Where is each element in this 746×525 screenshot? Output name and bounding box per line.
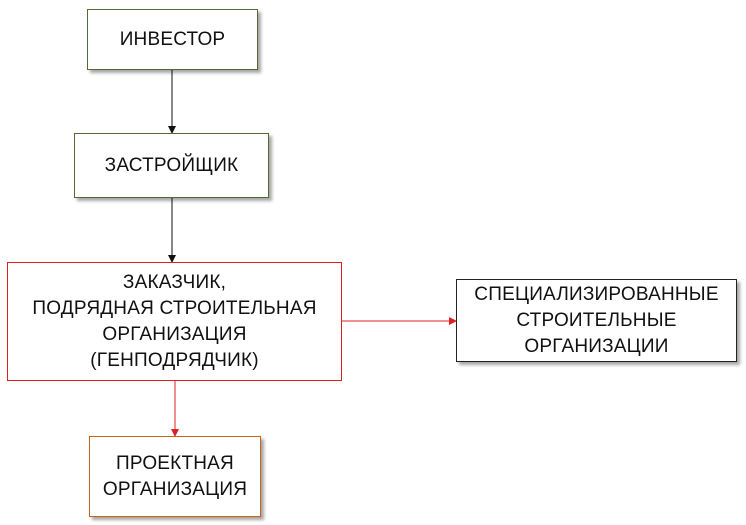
investor-label-line: ИНВЕСТОР — [119, 28, 226, 50]
customer-contractor-node: ЗАКАЗЧИК, ПОДРЯДНАЯ СТРОИТЕЛЬНАЯ ОРГАНИЗ… — [7, 262, 342, 381]
customer-label-line-4: (ГЕНПОДРЯДЧИК) — [90, 349, 259, 371]
developer-node: ЗАСТРОЙЩИК — [74, 133, 269, 198]
specialized-label-line-3: ОРГАНИЗАЦИИ — [524, 335, 669, 357]
specialized-label-line-2: СТРОИТЕЛЬНЫЕ — [516, 309, 677, 331]
customer-label-line-1: ЗАКАЗЧИК, — [122, 271, 227, 293]
developer-label-line: ЗАСТРОЙЩИК — [104, 154, 239, 176]
customer-label-line-3: ОРГАНИЗАЦИЯ — [102, 323, 247, 345]
customer-label-line-2: ПОДРЯДНАЯ СТРОИТЕЛЬНАЯ — [32, 297, 317, 319]
specialized-label-line-1: СПЕЦИАЛИЗИРОВАННЫЕ — [474, 283, 719, 305]
design-label-line-1: ПРОЕКТНАЯ — [116, 452, 234, 474]
investor-node: ИНВЕСТОР — [87, 9, 258, 70]
design-organization-node: ПРОЕКТНАЯ ОРГАНИЗАЦИЯ — [89, 436, 261, 517]
design-label-line-2: ОРГАНИЗАЦИЯ — [102, 478, 248, 500]
specialized-organizations-node: СПЕЦИАЛИЗИРОВАННЫЕ СТРОИТЕЛЬНЫЕ ОРГАНИЗА… — [456, 279, 737, 362]
